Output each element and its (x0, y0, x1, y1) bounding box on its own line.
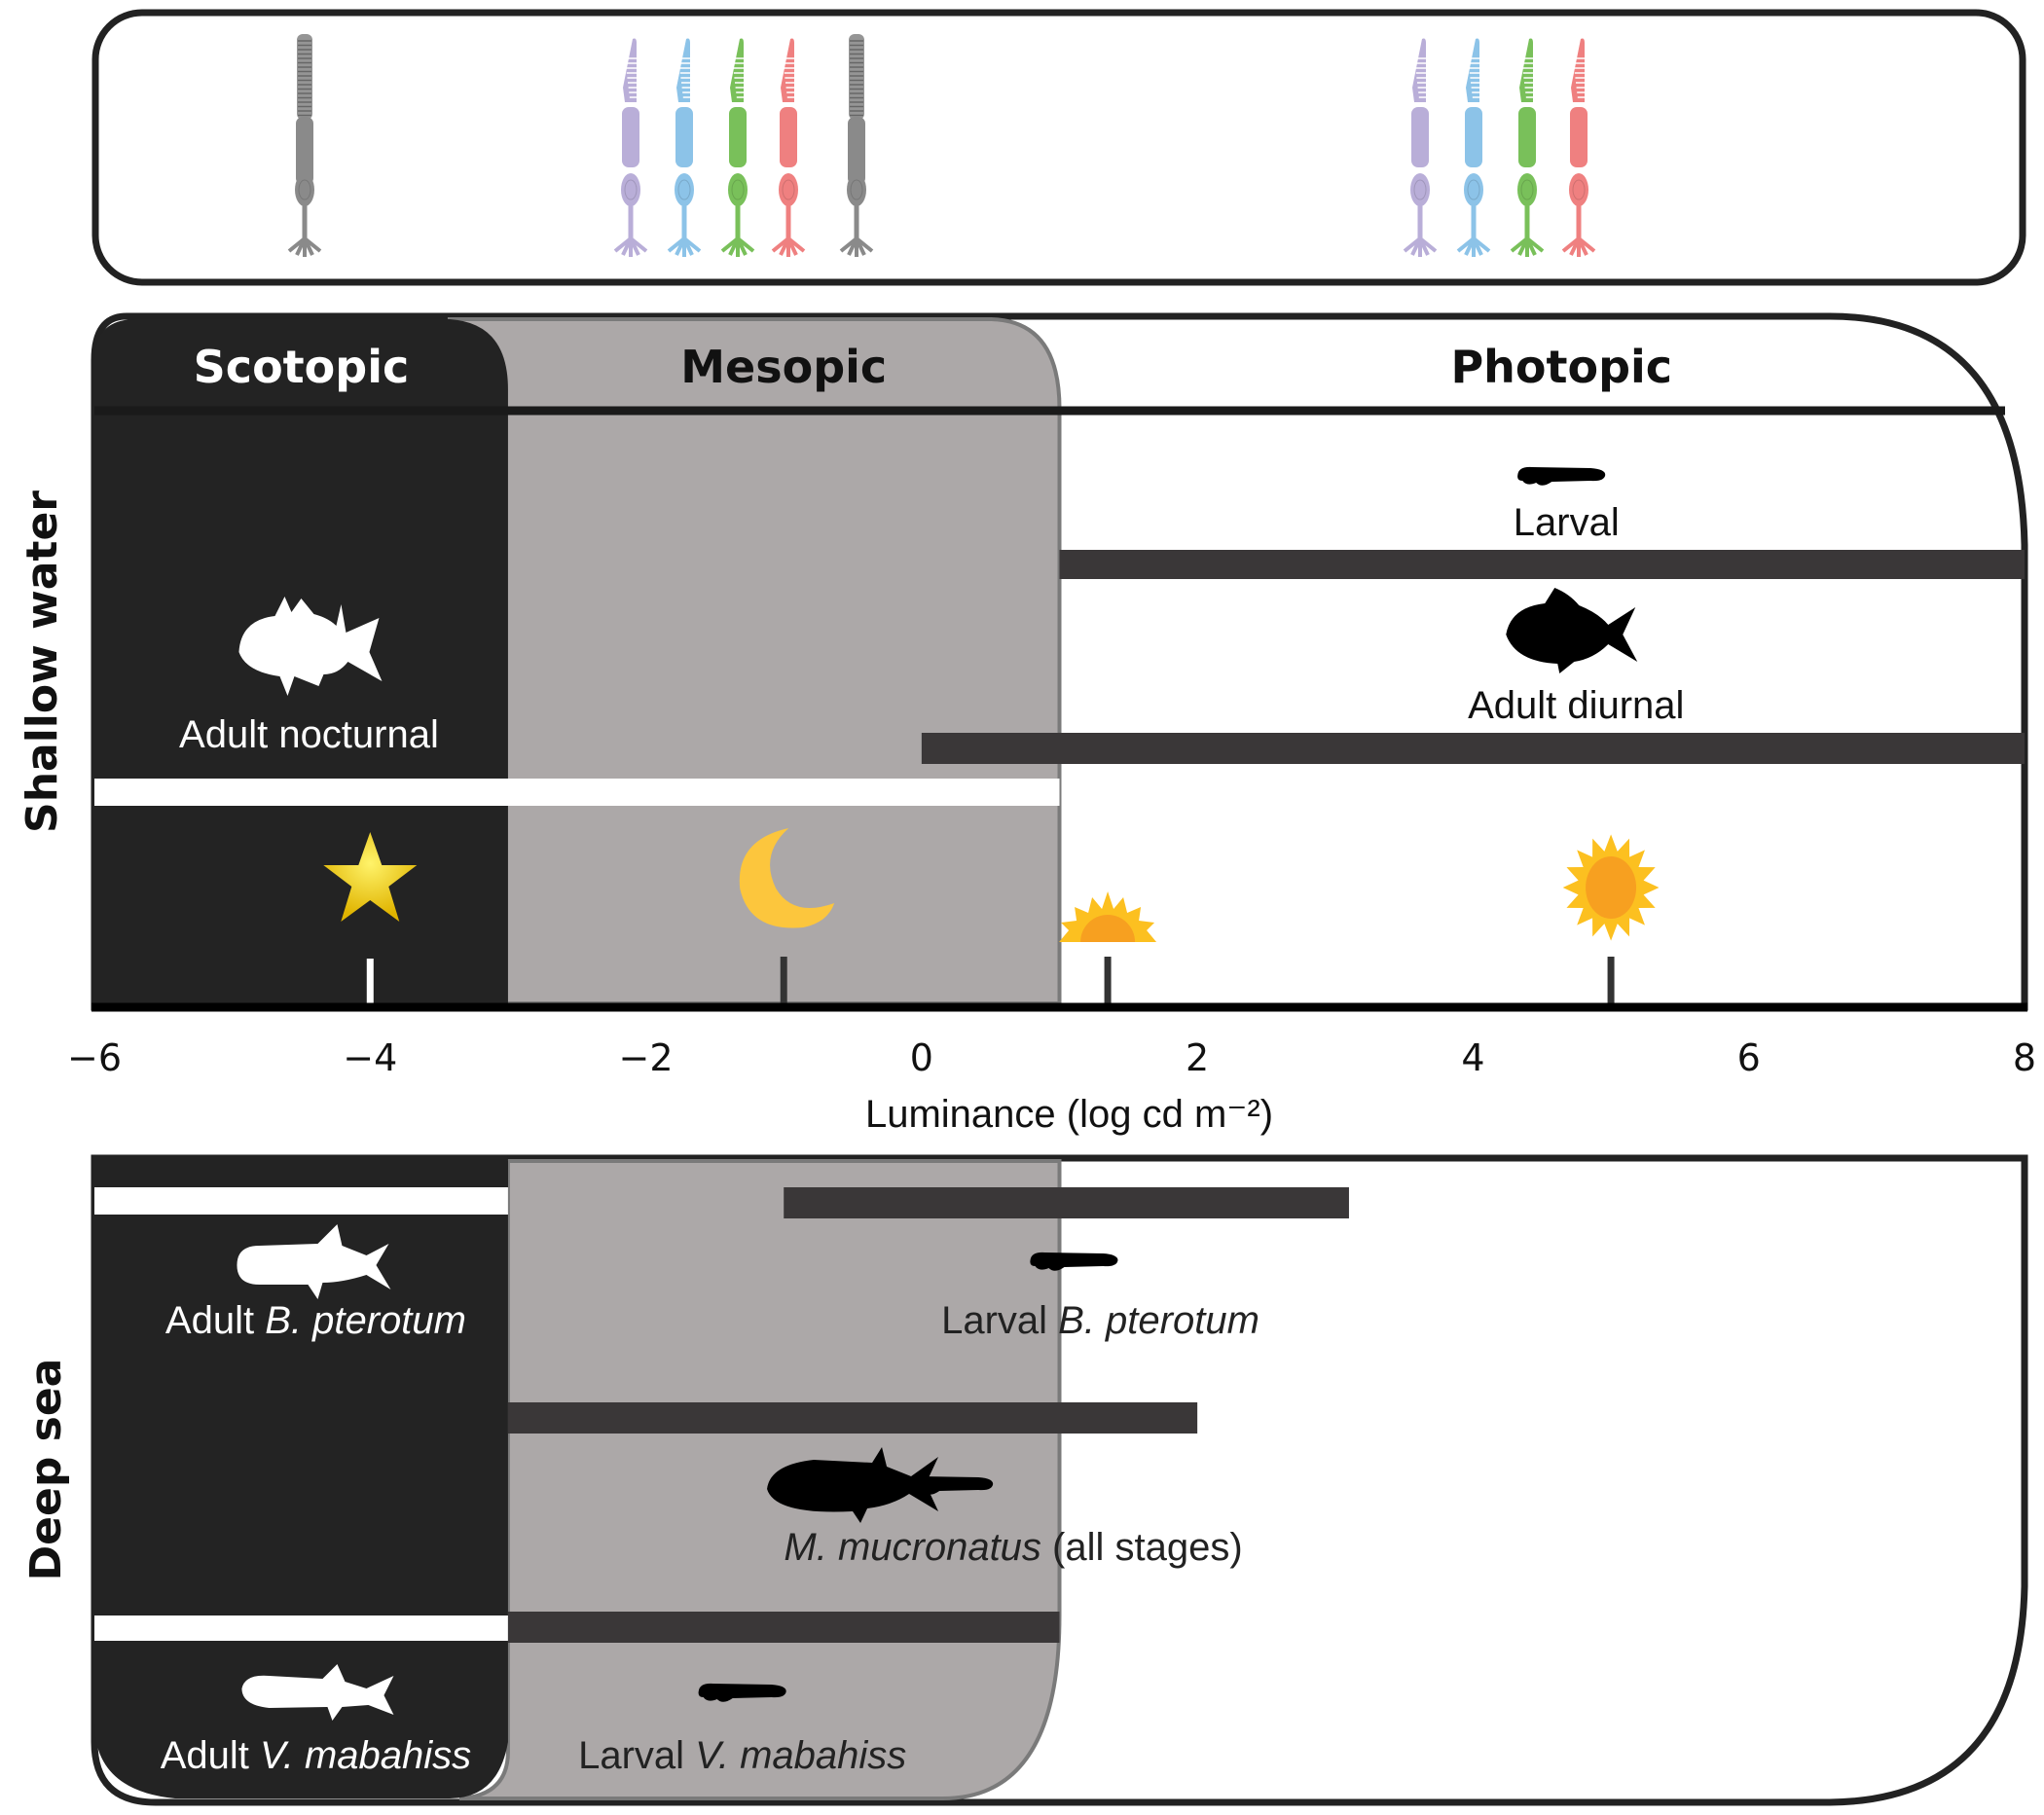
section-label-shallow-water: Shallow water (18, 490, 67, 833)
x-axis-label: Luminance (log cd m⁻²) (865, 1093, 1273, 1136)
diurnal-fish-icon (1506, 588, 1638, 673)
row-separator (94, 779, 1060, 806)
cone-cell-icon (667, 38, 702, 257)
x-tick-label: 0 (910, 1036, 933, 1079)
sun-core (1586, 856, 1637, 919)
cone-cell-icon (1403, 38, 1438, 257)
photoreceptor-row (287, 34, 1596, 257)
range-bar-adult-diurnal (921, 733, 2025, 764)
regime-label-photopic: Photopic (1450, 341, 1672, 393)
cone-cell-icon (613, 38, 648, 257)
x-axis-tick-labels: −6 −4 −2 0 2 4 6 8 (67, 1036, 2036, 1079)
scotopic-top-band-deep (94, 1155, 508, 1187)
x-tick-label: 4 (1461, 1036, 1484, 1079)
x-tick-label: 6 (1737, 1036, 1761, 1079)
row-separator-deep-1 (94, 1187, 508, 1215)
moon-icon (739, 828, 835, 928)
light-marker-twilight (1104, 957, 1112, 1005)
label-larval: Larval (1514, 501, 1620, 544)
light-marker-starlight (366, 959, 374, 1017)
cone-cell-icon (720, 38, 755, 257)
nocturnal-fish-icon (238, 597, 383, 696)
x-tick-label: −4 (343, 1036, 397, 1079)
larva-icon (1517, 466, 1606, 486)
larva-icon-v-mabahiss (698, 1683, 786, 1702)
label-adult-nocturnal: Adult nocturnal (179, 713, 439, 756)
x-tick-label: −2 (619, 1036, 674, 1079)
section-label-deep-sea: Deep sea (21, 1359, 71, 1581)
shallow-water-panel: Scotopic Mesopic Photopic Larval Adult d… (18, 312, 2036, 1136)
x-tick-label: 2 (1186, 1036, 1209, 1079)
rod-cell-icon (839, 34, 874, 257)
adult-v-mabahiss-fish-icon (241, 1664, 394, 1721)
regime-label-mesopic: Mesopic (680, 341, 887, 393)
label-larval-b-pterotum: Larval B. pterotum (941, 1299, 1259, 1342)
cone-cell-icon (771, 38, 806, 257)
x-tick-label: 8 (2013, 1036, 2036, 1079)
adult-b-pterotum-fish-icon (237, 1224, 391, 1299)
sun-icon (1562, 834, 1660, 941)
range-bar-larval-b-pterotum (784, 1187, 1349, 1218)
cone-cell-icon (1510, 38, 1545, 257)
x-tick-label: −6 (67, 1036, 122, 1079)
row-separator-deep-2 (94, 1615, 508, 1641)
photoreceptor-panel (91, 9, 2026, 286)
label-adult-v-mabahiss: Adult V. mabahiss (161, 1734, 471, 1777)
deep-sea-panel: Adult B. pterotum Larval B. pterotum M. … (21, 1154, 2028, 1806)
m-mucronatus-fish-icon (767, 1447, 939, 1523)
star-icon (323, 832, 418, 922)
label-larval-v-mabahiss: Larval V. mabahiss (578, 1734, 906, 1777)
light-marker-daylight (1607, 957, 1615, 1005)
rod-cell-icon (287, 34, 322, 257)
sunrise-icon (1059, 891, 1157, 942)
larva-icon-b-pterotum (1030, 1252, 1118, 1271)
range-bar-larval (1059, 550, 2025, 579)
range-bar-larval-v-mabahiss (507, 1612, 1060, 1643)
cone-cell-icon (1561, 38, 1596, 257)
m-mucronatus-larva-icon (905, 1475, 994, 1495)
label-adult-b-pterotum: Adult B. pterotum (165, 1299, 466, 1342)
range-bar-m-mucronatus (507, 1402, 1198, 1434)
label-adult-diurnal: Adult diurnal (1468, 684, 1684, 727)
label-m-mucronatus: M. mucronatus (all stages) (784, 1526, 1242, 1569)
cone-cell-icon (1456, 38, 1491, 257)
regime-label-scotopic: Scotopic (194, 341, 410, 393)
light-marker-moonlight (780, 957, 787, 1005)
